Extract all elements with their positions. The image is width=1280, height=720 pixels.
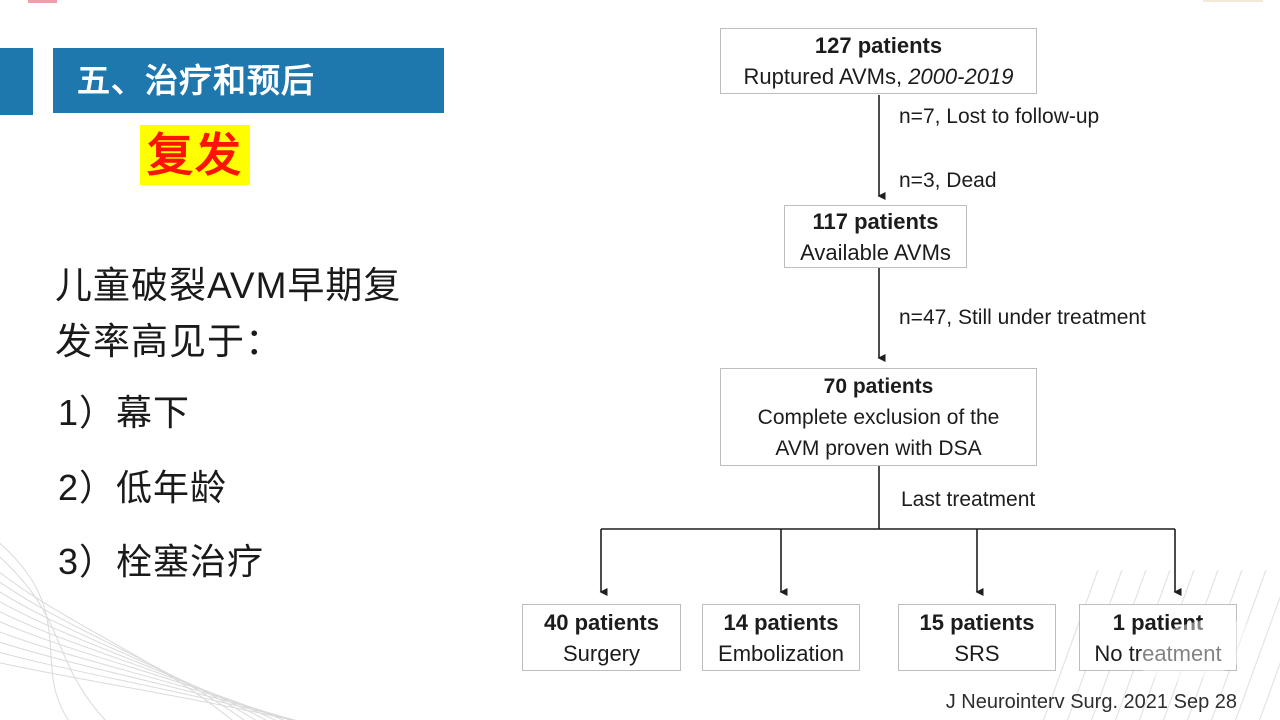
- body-line-1: 儿童破裂AVM早期复: [55, 265, 402, 306]
- flow-box-127-patients: 127 patients Ruptured AVMs, 2000-2019: [720, 28, 1037, 94]
- flow-box-embolization-count: 14 patients: [723, 609, 839, 635]
- citation-text: J Neurointerv Surg. 2021 Sep 28: [945, 691, 1237, 713]
- edge-label-lost-followup: n=7, Lost to follow-up: [899, 105, 1100, 128]
- list-item-3: 3）栓塞治疗: [58, 541, 265, 582]
- flow-box-127-desc: Ruptured AVMs, 2000-2019: [721, 61, 1036, 92]
- list-item-1: 1）幕下: [58, 392, 191, 433]
- highlight-keyword: 复发: [140, 125, 250, 185]
- body-paragraph: 儿童破裂AVM早期复 发率高见于：: [55, 258, 401, 370]
- flow-box-surgery: 40 patients Surgery: [522, 604, 681, 671]
- body-line-2: 发率高见于：: [55, 321, 283, 362]
- title-accent-block: [0, 48, 33, 115]
- flow-box-127-desc-text: Ruptured AVMs,: [743, 64, 909, 89]
- flow-box-70-desc-1: Complete exclusion of the: [757, 405, 1000, 429]
- flow-box-70-count: 70 patients: [823, 374, 934, 398]
- flow-box-70-desc-2: AVM proven with DSA: [775, 436, 982, 460]
- slide-title-banner: 五、治疗和预后: [53, 48, 444, 113]
- top-right-accent-line: [1203, 0, 1263, 2]
- flow-box-embolization-desc: Embolization: [718, 640, 844, 666]
- flow-box-no-treatment-desc: No treatment: [1094, 640, 1222, 666]
- flow-box-surgery-count: 40 patients: [544, 609, 659, 635]
- flow-box-surgery-desc: Surgery: [562, 640, 641, 666]
- flow-box-no-treatment: 1 patient No treatment: [1079, 604, 1237, 671]
- flow-box-srs-count: 15 patients: [919, 609, 1035, 635]
- flow-box-127-years: 2000-2019: [908, 64, 1014, 89]
- flow-box-70-patients: 70 patients Complete exclusion of the AV…: [720, 368, 1037, 466]
- flow-box-117-count: 117 patients: [812, 208, 939, 234]
- flow-box-117-patients: 117 patients Available AVMs: [784, 205, 967, 268]
- flow-box-embolization: 14 patients Embolization: [702, 604, 860, 671]
- edge-label-under-treatment: n=47, Still under treatment: [899, 306, 1146, 329]
- slide-title: 五、治疗和预后: [77, 62, 315, 99]
- highlight-text: 复发: [147, 129, 243, 181]
- flow-box-no-treatment-count: 1 patient: [1112, 609, 1204, 635]
- flow-box-srs-desc: SRS: [954, 640, 1000, 666]
- edge-label-last-treatment: Last treatment: [901, 488, 1036, 511]
- flow-box-117-desc: Available AVMs: [800, 239, 951, 265]
- list-item-2: 2）低年龄: [58, 467, 228, 508]
- top-left-accent-line: [28, 0, 57, 3]
- flow-box-srs: 15 patients SRS: [898, 604, 1056, 671]
- flow-box-127-count: 127 patients: [814, 33, 943, 58]
- edge-label-dead: n=3, Dead: [899, 169, 997, 192]
